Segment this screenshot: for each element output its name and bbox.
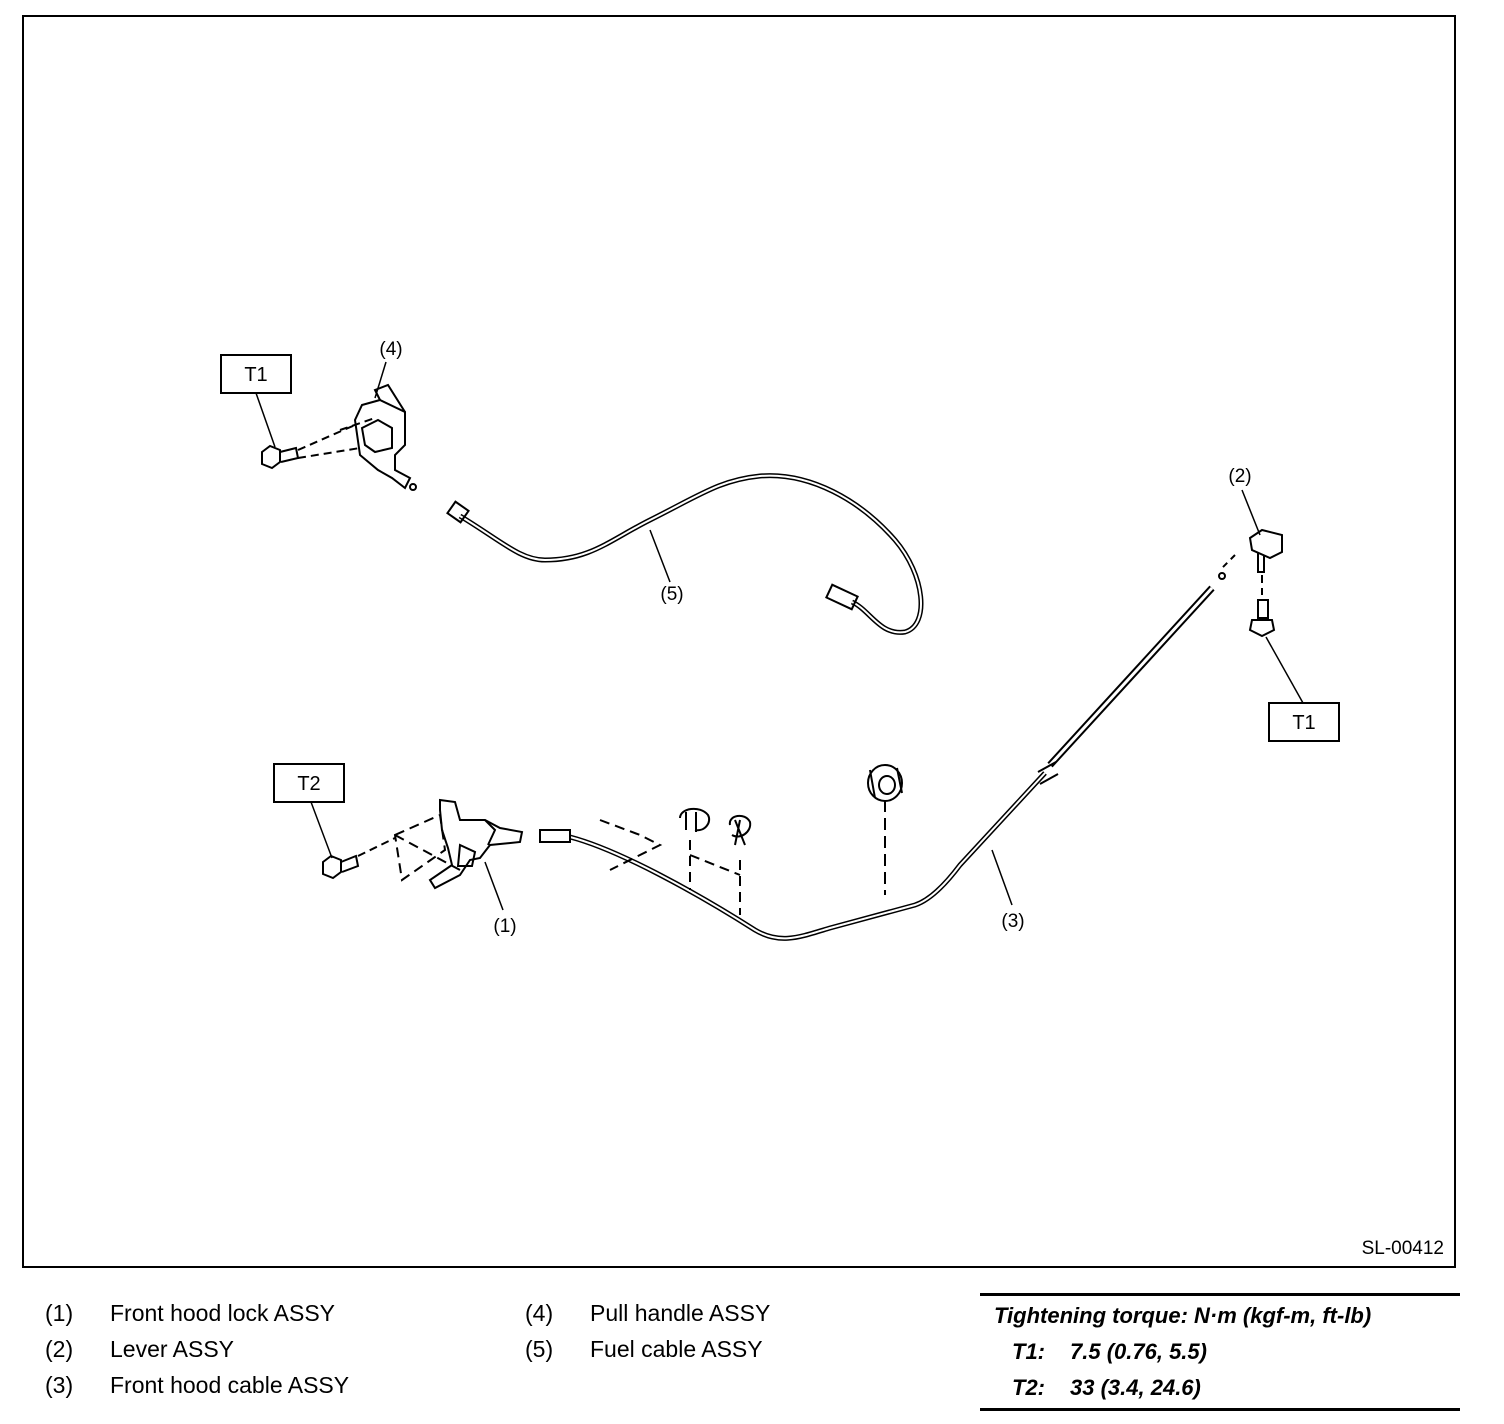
torque-row: T2: 33 (3.4, 24.6) — [980, 1370, 1460, 1406]
legend-label: Lever ASSY — [110, 1336, 235, 1362]
torque-value: 33 (3.4, 24.6) — [1070, 1375, 1201, 1400]
callout-1: (1) — [493, 916, 516, 937]
torque-box-t2 — [273, 763, 345, 803]
torque-row: T1: 7.5 (0.76, 5.5) — [980, 1334, 1460, 1370]
fuel-cable — [409, 473, 924, 635]
legend-label: Front hood cable ASSY — [110, 1372, 350, 1398]
tightening-torque-table: Tightening torque: N·m (kgf-m, ft-lb) T1… — [980, 1293, 1460, 1411]
torque-table-title: Tightening torque: N·m (kgf-m, ft-lb) — [994, 1303, 1372, 1328]
torque-box-t1-left — [220, 354, 292, 394]
torque-key: T2: — [1012, 1375, 1045, 1400]
legend-label: Fuel cable ASSY — [590, 1336, 763, 1362]
torque-value: 7.5 (0.76, 5.5) — [1070, 1339, 1207, 1364]
torque-box-t1-right — [1268, 702, 1340, 742]
legend-number: (2) — [45, 1336, 74, 1362]
legend-item: (1) Front hood lock ASSY — [45, 1295, 349, 1331]
legend-number: (3) — [45, 1372, 74, 1398]
legend-label: Pull handle ASSY — [590, 1300, 771, 1326]
legend-number: (4) — [525, 1300, 554, 1326]
callout-4: (4) — [379, 339, 402, 360]
figure-id: SL-00412 — [1361, 1238, 1444, 1259]
leader-lines — [255, 361, 1304, 911]
front-hood-cable — [539, 585, 1215, 941]
legend-left: (1) Front hood lock ASSY (2) Lever ASSY … — [45, 1295, 349, 1403]
callout-3: (3) — [1001, 911, 1024, 932]
legend-item: (2) Lever ASSY — [45, 1331, 349, 1367]
grommet — [867, 764, 903, 802]
front-hood-lock-assy — [393, 798, 524, 890]
legend-item: (3) Front hood cable ASSY — [45, 1367, 349, 1403]
legend-item: (5) Fuel cable ASSY — [525, 1331, 770, 1367]
cable-clips — [679, 807, 752, 846]
legend-number: (1) — [45, 1300, 74, 1326]
torque-box-t2-label: T2 — [297, 773, 320, 795]
legend-label: Front hood lock ASSY — [110, 1300, 336, 1326]
diagram-frame: SL-00412 — [22, 15, 1456, 1268]
torque-box-t1-right-label: T1 — [1292, 712, 1315, 734]
torque-box-t1-left-label: T1 — [244, 364, 267, 386]
legend-middle: (4) Pull handle ASSY (5) Fuel cable ASSY — [525, 1295, 770, 1367]
pull-handle-assy — [353, 383, 412, 490]
torque-key: T1: — [1012, 1339, 1045, 1364]
legend-item: (4) Pull handle ASSY — [525, 1295, 770, 1331]
legend-number: (5) — [525, 1336, 554, 1362]
callout-5: (5) — [660, 584, 683, 605]
lever-assy — [1218, 528, 1283, 638]
bolt-t1-left — [261, 417, 376, 470]
callout-2: (2) — [1228, 466, 1251, 487]
